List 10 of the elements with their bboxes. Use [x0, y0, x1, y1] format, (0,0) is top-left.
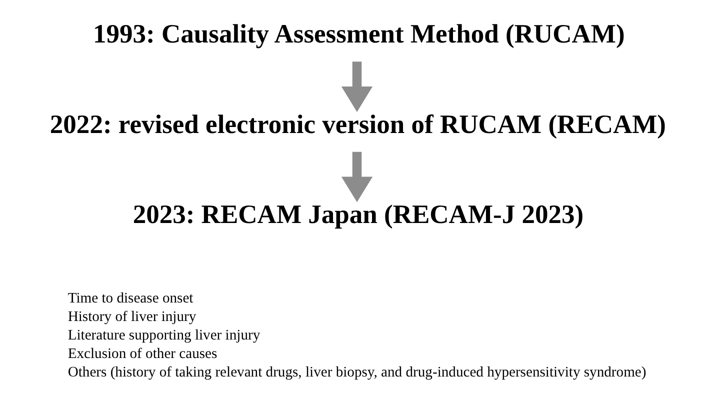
arrow	[340, 62, 372, 112]
label: Literature supporting liver injury	[67, 328, 260, 344]
label: Time to disease onset	[67, 290, 193, 306]
node-text: 2023: RECAM Japan (RECAM-J 2023)	[132, 199, 584, 230]
label: History of liver injury	[67, 308, 196, 325]
node-text: 1993: Causality Assessment Method (RUCAM)	[92, 18, 624, 49]
label: Others (history of taking relevant drugs, liver biopsy, and drug-induced hypersensitivity syndrome)	[67, 364, 646, 381]
arrow	[340, 152, 372, 202]
label: Exclusion of other causes	[67, 346, 217, 362]
node-text: 2022: revised electronic version of RUCAM (RECAM)	[49, 108, 666, 139]
